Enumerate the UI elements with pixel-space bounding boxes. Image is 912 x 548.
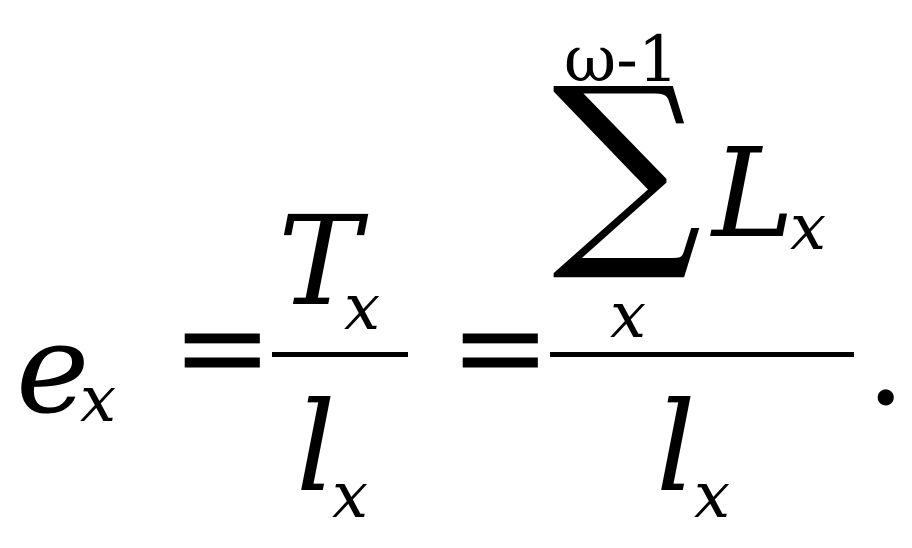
fraction-2-denominator-symbol: l — [656, 376, 696, 520]
fraction-2-denominator-subscript: x — [694, 459, 731, 533]
sum-upper-limit: ω-1 — [564, 23, 679, 97]
fraction-2-bar — [550, 352, 854, 357]
fraction-1-numerator-symbol: T — [278, 190, 361, 334]
sum-lower-limit: x — [610, 279, 647, 353]
fraction-1-bar — [272, 352, 408, 357]
equals-sign-2: = — [450, 278, 551, 417]
equals-sign-1: = — [172, 278, 273, 417]
summation-sign: ∑ — [552, 42, 702, 287]
terminal-period: . — [866, 290, 906, 434]
lhs-subscript: x — [80, 363, 117, 437]
fraction-1-numerator-subscript: x — [344, 271, 381, 345]
fraction-1-denominator-symbol: l — [296, 376, 336, 520]
fraction-1-denominator-subscript: x — [332, 459, 369, 533]
summand-subscript: x — [790, 191, 827, 265]
lhs-symbol: e — [16, 298, 90, 442]
summand-symbol: L — [712, 122, 795, 266]
